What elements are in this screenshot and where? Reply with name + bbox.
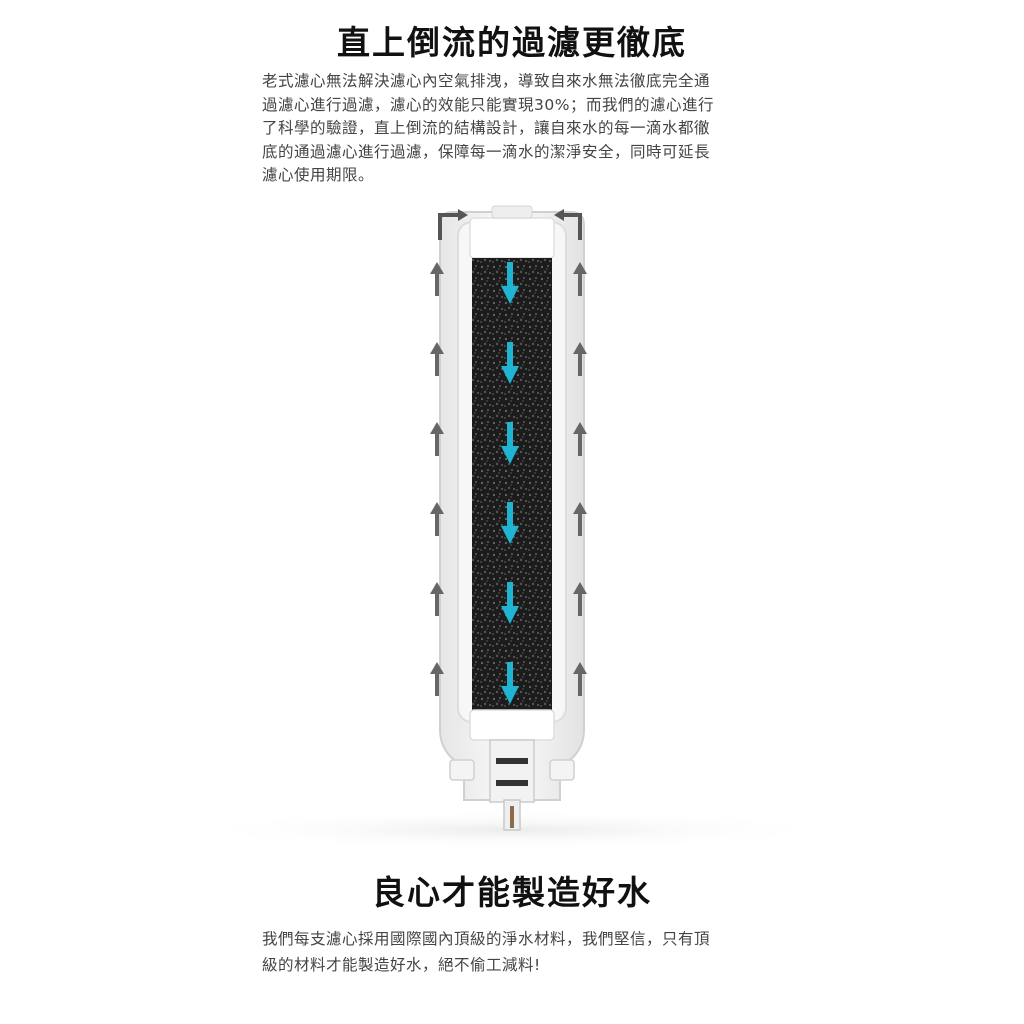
top-cap-slot [491,205,533,219]
upflow-arrow-shaft [578,672,582,696]
section-title: 直上倒流的過濾更徹底 [337,23,687,62]
downflow-arrowhead [501,366,519,384]
downflow-arrowhead [501,446,519,464]
upflow-arrow-shaft [435,352,439,376]
top-turn-arrow-right [564,213,582,240]
upflow-arrowhead [573,342,587,354]
description-line: 過濾心進行過濾，濾心的效能只能實現30%；而我們的濾心進行 [262,95,714,114]
section-description: 我們每支濾心採用國際國內頂級的淨水材料，我們堅信，只有頂 級的材料才能製造好水，… [262,926,772,978]
upflow-arrowhead [430,662,444,674]
downflow-arrow-shaft [507,662,513,688]
downflow-arrows [501,262,519,704]
downflow-arrowhead [501,526,519,544]
bottom-cap [469,709,555,741]
upflow-arrow-shaft [578,592,582,616]
upflow-arrowhead [573,582,587,594]
downflow-arrow-shaft [507,582,513,608]
outlet-ring [496,758,528,764]
upflow-arrow-shaft [578,512,582,536]
outlet-ring [496,780,528,786]
upflow-arrowhead [430,502,444,514]
side-clip [549,759,575,781]
carbon-filter-media [472,258,552,710]
outlet-fitting [489,739,535,803]
upflow-arrowhead [430,342,444,354]
top-turn-arrowhead-left [458,209,468,221]
upflow-arrows-right [573,262,587,696]
upflow-arrow-shaft [578,352,582,376]
upflow-arrowhead [573,502,587,514]
description-line: 了科學的驗證，直上倒流的結構設計，讓自來水的每一滴水都徹 [262,119,711,137]
upflow-arrows-left [430,262,444,696]
description-line: 我們每支濾心採用國際國內頂級的淨水材料，我們堅信，只有頂 [262,930,711,948]
upflow-arrowhead [430,262,444,274]
upflow-arrow-shaft [435,672,439,696]
downflow-arrow-shaft [507,262,513,288]
top-turn-arrowhead-right [554,209,564,221]
upflow-arrow-shaft [435,272,439,296]
section-title: 良心才能製造好水 [372,873,652,912]
downflow-arrowhead [501,686,519,704]
upflow-arrowhead [573,422,587,434]
downflow-arrowhead [501,606,519,624]
downflow-arrow-shaft [507,502,513,528]
upflow-arrow-shaft [435,432,439,456]
upflow-arrowhead [430,582,444,594]
top-cap [469,217,555,259]
outlet-core [510,806,514,828]
top-turn-arrow-left [438,213,458,240]
upflow-arrowhead [430,422,444,434]
upflow-arrowhead [573,662,587,674]
upflow-arrow-shaft [435,512,439,536]
upflow-arrow-shaft [435,592,439,616]
upflow-arrow-shaft [578,272,582,296]
downflow-arrow-shaft [507,342,513,368]
side-clip [449,759,475,781]
upflow-arrowhead [573,262,587,274]
description-line: 老式濾心無法解決濾心內空氣排洩，導致自來水無法徹底完全通 [262,72,711,90]
section-description: 老式濾心無法解決濾心內空氣排洩，導致自來水無法徹底完全通 過濾心進行過濾，濾心的… [262,70,772,188]
downflow-arrowhead [501,286,519,304]
description-line: 底的通過濾心進行過濾，保障每一滴水的潔淨安全，同時可延長 [262,142,711,161]
description-line: 級的材料才能製造好水，絕不偷工減料! [262,956,541,974]
upflow-arrow-shaft [578,432,582,456]
downflow-arrow-shaft [507,422,513,448]
description-line: 濾心使用期限。 [262,166,375,184]
